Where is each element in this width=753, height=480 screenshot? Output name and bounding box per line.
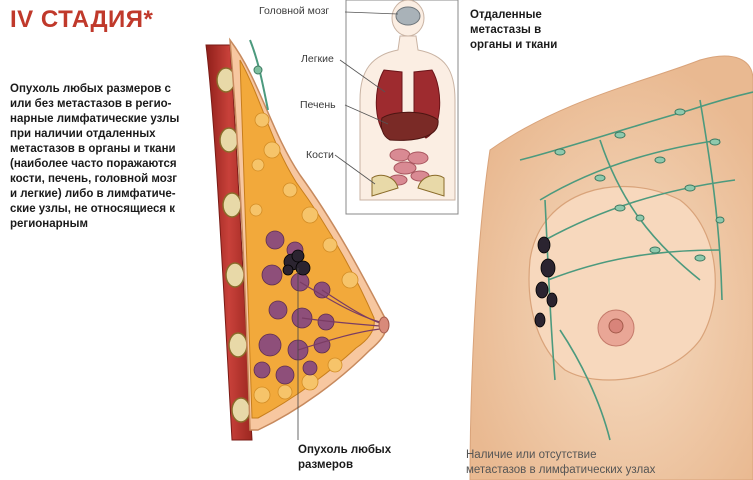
lymph-node-label: Наличие или отсутствие метастазов в лимф… [466, 448, 655, 478]
description-line: ские узлы, не относящиеся к [10, 203, 176, 215]
description-line: метастазов в органы и ткани [10, 143, 176, 155]
tumor-label-line: размеров [298, 459, 354, 471]
description-line: или без метастазов в регио- [10, 98, 172, 110]
bones-organ [371, 174, 445, 197]
bones-label: Кости [306, 149, 334, 161]
node-label-line: метастазов в лимфатических узлах [466, 464, 656, 476]
stage-title: IV СТАДИЯ* [10, 6, 154, 33]
distant-metastases-label: Отдаленные метастазы в органы и ткани [470, 8, 557, 53]
milk-ducts [297, 281, 381, 351]
distant-label-line: Отдаленные [470, 9, 542, 21]
description-line: (наиболее часто поражаются [10, 158, 177, 170]
breast-exterior [469, 55, 753, 480]
fat-lobules [249, 112, 359, 404]
lungs-label: Легкие [301, 53, 334, 65]
brain-label: Головной мозг [259, 5, 330, 17]
liver-organ [380, 111, 439, 141]
liver-label: Печень [300, 99, 336, 111]
distant-label-line: метастазы в [470, 24, 542, 36]
description-line: кости, печень, головной мозг [10, 173, 178, 185]
node-label-line: Наличие или отсутствие [466, 449, 597, 461]
metastatic-lymph-nodes [534, 236, 558, 328]
organ-leaders [334, 11, 399, 185]
brain-organ [395, 6, 421, 26]
description-line: и легкие) либо в лимфатиче- [10, 188, 176, 200]
body-silhouette [345, 0, 459, 215]
stage-description: Опухоль любых размеров с или без метаста… [10, 82, 195, 232]
tumor [282, 249, 311, 276]
description-line: при наличии отдаленных [10, 128, 156, 140]
tumor-label: Опухоль любых размеров [298, 443, 391, 473]
intestines-organ [388, 148, 430, 186]
tumor-label-line: Опухоль любых [298, 444, 392, 456]
ribs [216, 67, 251, 423]
nipple-section [378, 316, 390, 334]
distant-label-line: органы и ткани [470, 39, 558, 51]
breast-cross-section [205, 37, 390, 441]
description-line: нарные лимфатические узлы [10, 113, 180, 125]
breast-mound [528, 186, 716, 381]
lymphatic-vessels [519, 91, 753, 441]
description-line: регионарным [10, 218, 88, 230]
nipple [608, 318, 624, 334]
description-line: Опухоль любых размеров с [10, 83, 171, 95]
lymph-nodes [554, 108, 725, 262]
